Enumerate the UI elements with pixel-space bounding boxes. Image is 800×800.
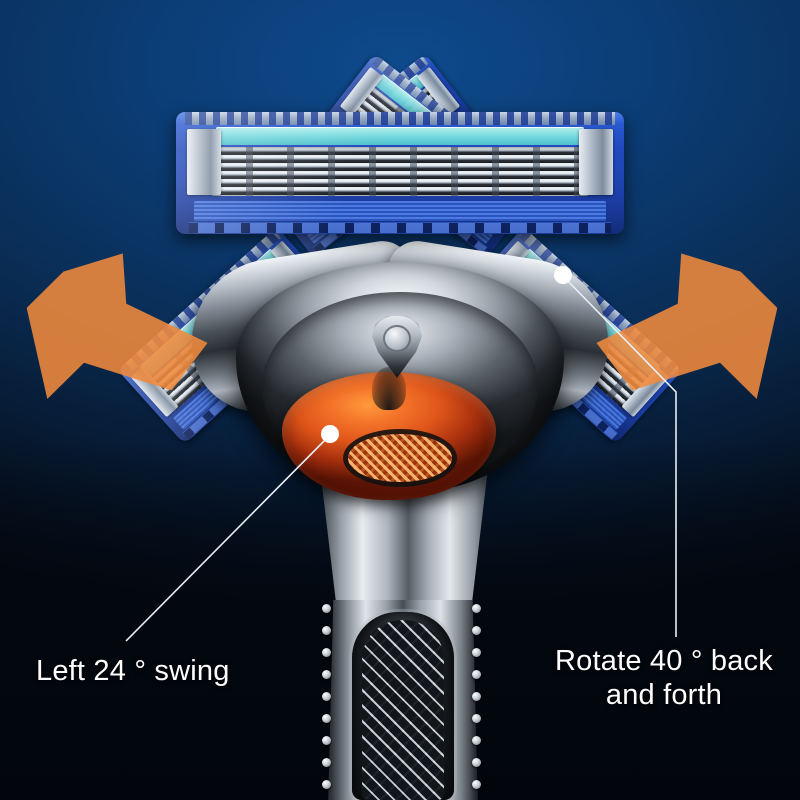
blade-stack [211,147,589,197]
cartridge-end-cap-right [579,129,613,195]
cartridge-body [176,112,624,234]
handle-grip-inset [352,612,454,800]
callout-label-rotate: Rotate 40 ° back and forth [555,645,773,711]
cartridge-top-cap [184,112,616,126]
handle-grip-pattern [362,620,444,800]
handle-studs-left [322,604,332,800]
cartridge-guard-bar [189,221,611,234]
handle-studs-right [472,604,482,800]
cartridge-end-cap-left [187,129,221,195]
lubrication-strip [216,126,584,145]
pivot-pod-mesh [348,434,452,482]
razor-cartridge [176,112,624,234]
callout-label-left-swing: Left 24 ° swing [36,655,230,687]
cartridge-fin [193,201,607,221]
